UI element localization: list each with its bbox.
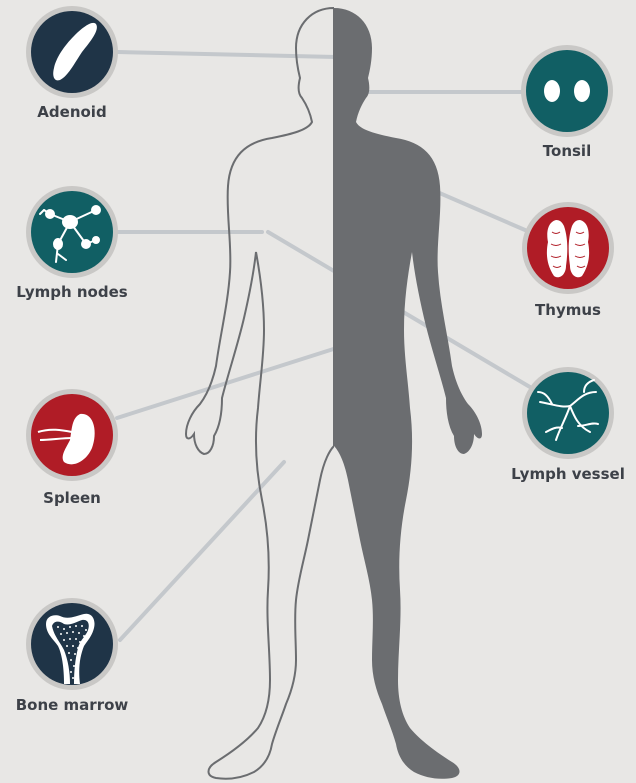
spleen-connector [117, 338, 368, 418]
lymph-nodes-label: Lymph nodes [16, 283, 127, 301]
adenoid-label: Adenoid [37, 103, 106, 121]
body-outline-half [186, 8, 334, 779]
tonsil-label: Tonsil [543, 142, 591, 160]
human-body [186, 8, 482, 779]
connector-lines [117, 52, 535, 640]
body-filled-half [334, 8, 482, 779]
badge-adenoid [26, 6, 118, 98]
spleen-label: Spleen [43, 489, 101, 507]
lymph-vessel-label: Lymph vessel [511, 465, 625, 483]
thymus-label: Thymus [535, 301, 601, 319]
adenoid-connector [118, 52, 336, 57]
badge-lymph-vessel [522, 367, 614, 459]
badge-lymph-nodes [26, 186, 118, 278]
badge-bone-marrow [26, 598, 118, 690]
badge-spleen [26, 389, 118, 481]
badge-tonsil [521, 45, 613, 137]
badge-thymus [522, 202, 614, 294]
bone-marrow-label: Bone marrow [16, 696, 129, 714]
